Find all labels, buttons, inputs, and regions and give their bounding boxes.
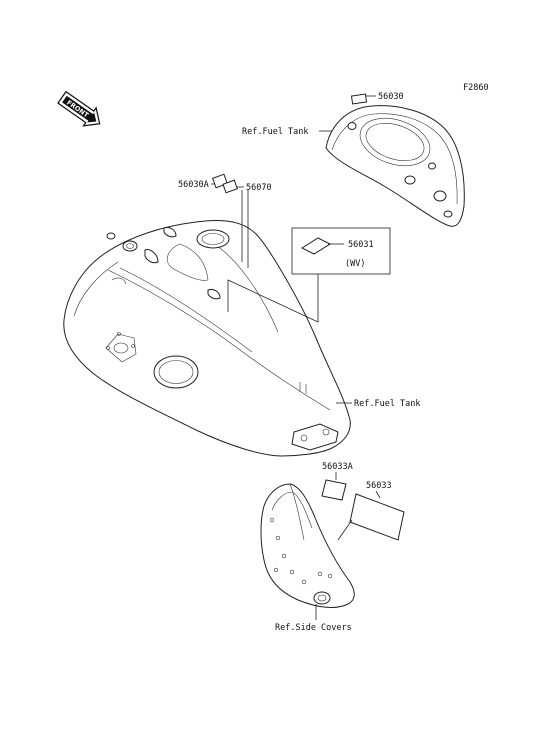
side-cover xyxy=(260,483,355,608)
label-56030: 56030 xyxy=(378,92,404,102)
label-ref-fuel-tank-top: Ref.Fuel Tank xyxy=(242,127,309,137)
figure-code: F2860 xyxy=(463,83,489,93)
front-arrow-icon: FRONT xyxy=(57,90,101,127)
label-ref-fuel-tank-side: Ref.Fuel Tank xyxy=(354,399,421,409)
tank-console xyxy=(325,93,465,227)
label-56030a: 56030A xyxy=(178,180,209,190)
label-ref-side-covers: Ref.Side Covers xyxy=(275,623,352,633)
label-56033a: 56033A xyxy=(322,462,353,472)
sticker-56033a xyxy=(321,479,347,501)
sticker-56070 xyxy=(222,179,238,194)
sticker-56031 xyxy=(300,237,332,255)
label-56070: 56070 xyxy=(246,183,272,193)
callout-56031-wv: 56031 (WV) xyxy=(291,227,391,275)
label-wv: (WV) xyxy=(345,259,365,269)
sticker-56033 xyxy=(349,493,405,541)
label-56031: 56031 xyxy=(348,240,374,250)
label-56033: 56033 xyxy=(366,481,392,491)
fuel-tank xyxy=(63,220,351,457)
